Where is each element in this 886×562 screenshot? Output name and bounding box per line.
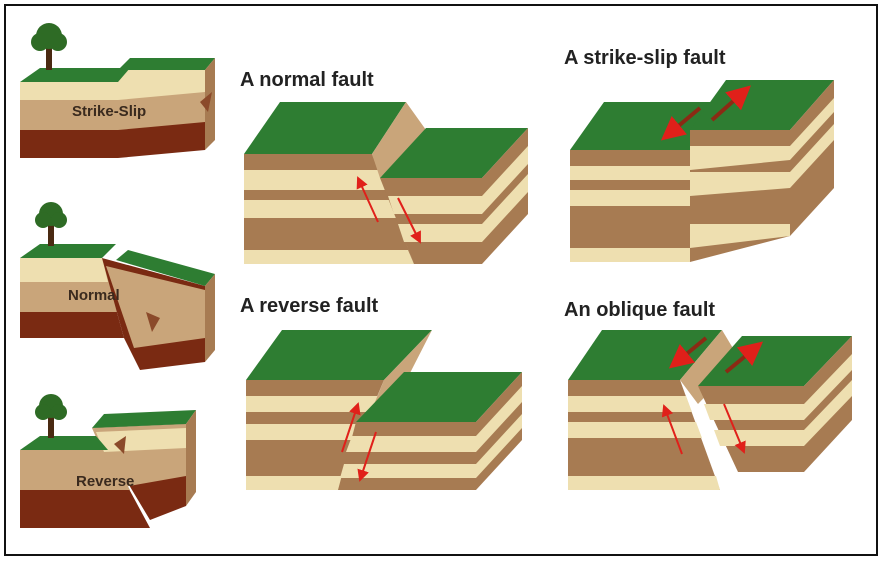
normal-fault-diagram — [244, 102, 528, 264]
reverse-small-block — [20, 394, 196, 528]
label-normal: Normal — [68, 287, 120, 304]
title-reverse-fault: A reverse fault — [240, 295, 379, 317]
title-normal-fault: A normal fault — [240, 69, 374, 91]
title-strike-slip-fault: A strike-slip fault — [564, 47, 726, 69]
strike-slip-block — [20, 23, 215, 158]
label-reverse: Reverse — [76, 473, 134, 490]
label-strike-slip: Strike-Slip — [72, 103, 146, 120]
title-oblique-fault: An oblique fault — [564, 299, 715, 321]
oblique-fault-diagram — [568, 330, 852, 490]
strike-slip-fault-diagram — [570, 80, 834, 262]
reverse-fault-diagram — [246, 330, 522, 490]
normal-small-block — [20, 202, 215, 370]
